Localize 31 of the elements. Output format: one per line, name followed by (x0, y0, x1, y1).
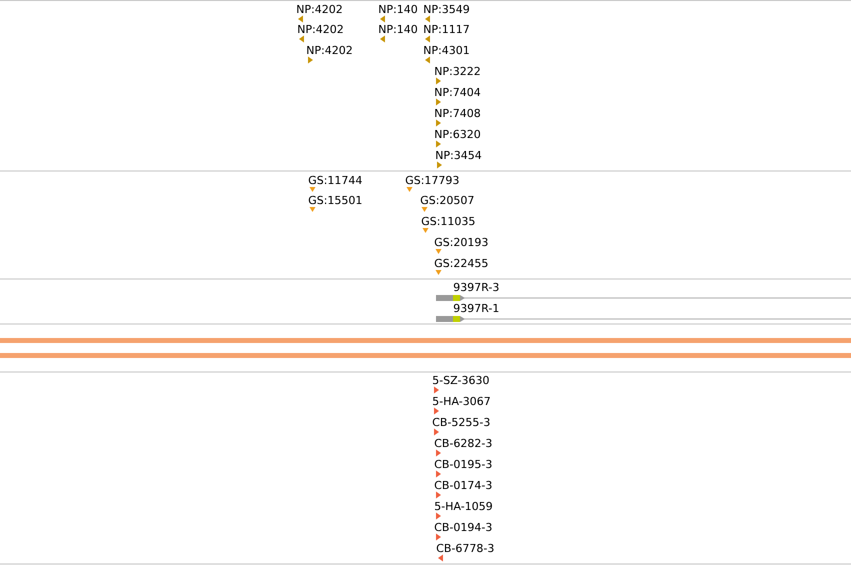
feature-label: NP:4202 (298, 24, 343, 34)
feature-label: CB-6282-3 (434, 438, 492, 448)
feature-label: 5-HA-3067 (433, 396, 490, 406)
feature-label: GS:11035 (422, 216, 474, 226)
feature-label: NP:4202 (297, 4, 342, 14)
feature-label: 5-HA-1059 (435, 502, 492, 510)
feature-label: NP:140 (379, 4, 418, 14)
feature-label: GS:15501 (308, 196, 362, 204)
feature-label: NP:4202 (307, 46, 352, 54)
feature-label: CB-0195-3 (434, 460, 492, 468)
feature-label: NP:3454 (436, 150, 482, 160)
feature-label: 9397R-1 (454, 304, 498, 312)
feature-label: 5-SZ-3630 (433, 376, 489, 384)
feature-label: NP:7408 (435, 108, 480, 118)
feature-label: NP:7404 (435, 88, 480, 96)
feature-label: GS:20193 (434, 238, 488, 246)
feature-label: NP:1117 (424, 25, 469, 33)
feature-label: GS:11744 (308, 176, 362, 184)
feature-label: NP:140 (379, 24, 418, 34)
feature-label: CB-0194-3 (434, 522, 492, 532)
feature-label: NP:3222 (435, 66, 480, 76)
feature-label: 9397R-3 (454, 282, 498, 292)
feature-label: GS:17793 (406, 176, 459, 184)
feature-label: NP:4301 (424, 46, 469, 54)
feature-label: GS:20507 (420, 196, 474, 204)
feature-label: CB-6778-3 (436, 544, 494, 552)
feature-label: CB-5255-3 (432, 418, 490, 426)
feature-label: NP:3549 (424, 4, 469, 14)
feature-label: NP:6320 (435, 130, 480, 138)
feature-label: CB-0174-3 (434, 480, 492, 490)
feature-label: GS:22455 (434, 258, 488, 268)
